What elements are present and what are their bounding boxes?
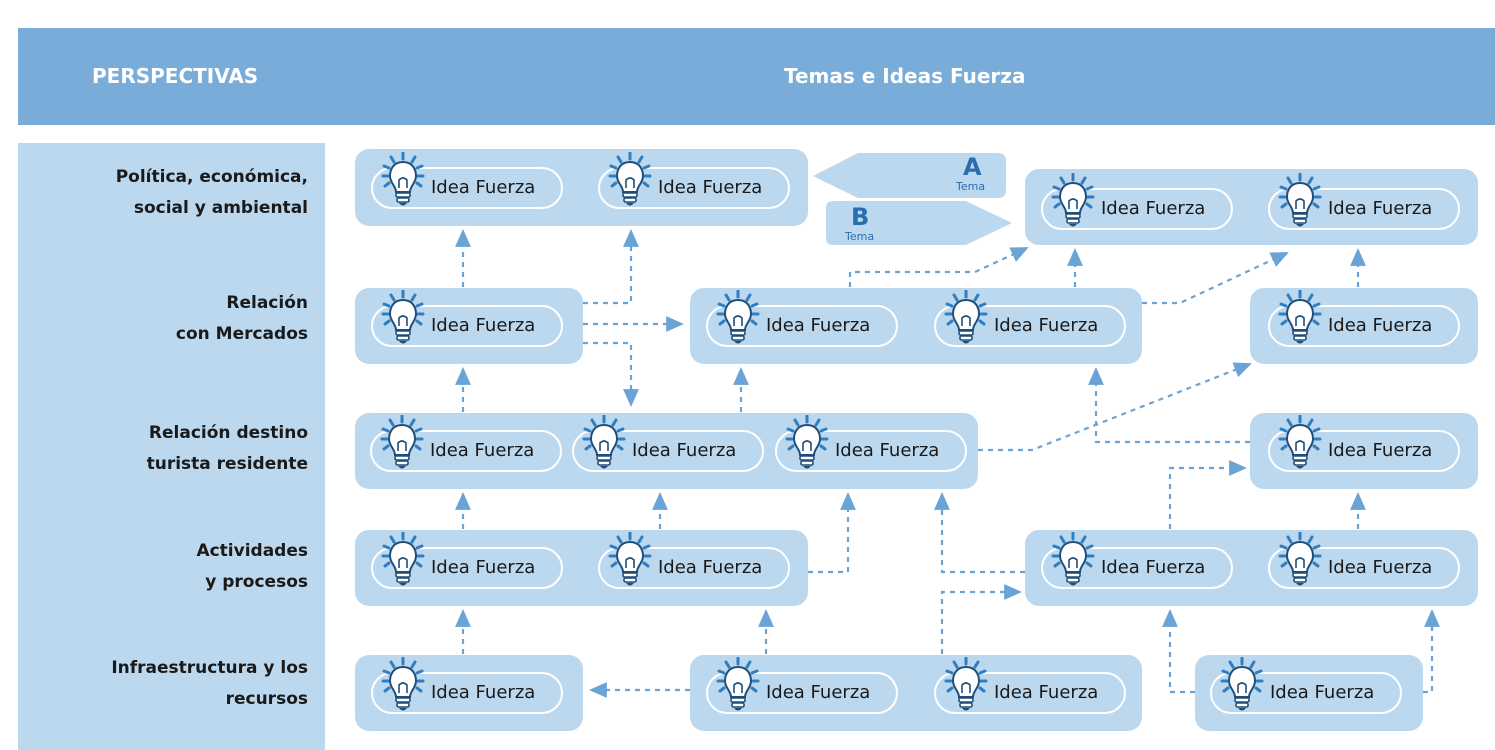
idea-fuerza-pill[interactable]: Idea Fuerza	[1268, 290, 1460, 347]
idea-fuerza-label: Idea Fuerza	[1101, 557, 1206, 578]
idea-fuerza-pill[interactable]: Idea Fuerza	[371, 152, 563, 209]
lightbulb-icon	[944, 290, 988, 344]
idea-fuerza-label: Idea Fuerza	[994, 682, 1099, 703]
idea-fuerza-label: Idea Fuerza	[766, 682, 871, 703]
idea-fuerza-pill[interactable]: Idea Fuerza	[1041, 532, 1233, 589]
lightbulb-icon	[582, 415, 626, 469]
theme-group	[1025, 169, 1478, 245]
idea-fuerza-label: Idea Fuerza	[658, 177, 763, 198]
idea-fuerza-pill[interactable]: Idea Fuerza	[370, 415, 562, 472]
idea-fuerza-label: Idea Fuerza	[835, 440, 940, 461]
tema-tag-b-letter: B	[851, 203, 870, 231]
idea-fuerza-pill[interactable]: Idea Fuerza	[1268, 173, 1460, 230]
idea-fuerza-label: Idea Fuerza	[431, 557, 536, 578]
theme-group	[355, 530, 808, 606]
idea-fuerza-pill[interactable]: Idea Fuerza	[572, 415, 764, 472]
idea-fuerza-pill[interactable]: Idea Fuerza	[371, 657, 563, 714]
lightbulb-icon	[1278, 415, 1322, 469]
lightbulb-icon	[944, 657, 988, 711]
perspectives-column	[18, 143, 325, 750]
idea-fuerza-label: Idea Fuerza	[1270, 682, 1375, 703]
idea-fuerza-pill[interactable]: Idea Fuerza	[934, 290, 1126, 347]
idea-fuerza-label: Idea Fuerza	[431, 177, 536, 198]
lightbulb-icon	[381, 657, 425, 711]
lightbulb-icon	[785, 415, 829, 469]
idea-fuerza-label: Idea Fuerza	[1328, 557, 1433, 578]
tema-tag-a-letter: A	[963, 153, 982, 181]
lightbulb-icon	[608, 532, 652, 586]
idea-fuerza-label: Idea Fuerza	[658, 557, 763, 578]
lightbulb-icon	[608, 152, 652, 206]
idea-fuerza-label: Idea Fuerza	[1328, 440, 1433, 461]
idea-fuerza-label: Idea Fuerza	[994, 315, 1099, 336]
perspective-label: Relación con Mercados	[175, 293, 308, 344]
theme-group	[690, 655, 1142, 731]
idea-fuerza-pill[interactable]: Idea Fuerza	[706, 657, 898, 714]
theme-group	[355, 149, 808, 226]
idea-fuerza-label: Idea Fuerza	[766, 315, 871, 336]
lightbulb-icon	[1278, 173, 1322, 227]
idea-fuerza-label: Idea Fuerza	[632, 440, 737, 461]
tema-tag-b-word: Tema	[845, 230, 875, 243]
lightbulb-icon	[381, 152, 425, 206]
perspective-label: Relación destino turista residente	[146, 423, 308, 474]
idea-fuerza-pill[interactable]: Idea Fuerza	[371, 532, 563, 589]
idea-fuerza-label: Idea Fuerza	[430, 440, 535, 461]
perspective-label: Infraestructura y los recursos	[111, 658, 308, 709]
tema-tag-a-word: Tema	[956, 180, 986, 193]
idea-fuerza-label: Idea Fuerza	[1328, 315, 1433, 336]
lightbulb-icon	[1278, 290, 1322, 344]
lightbulb-icon	[716, 657, 760, 711]
lightbulb-icon	[716, 290, 760, 344]
idea-fuerza-pill[interactable]: Idea Fuerza	[934, 657, 1126, 714]
lightbulb-icon	[1220, 657, 1264, 711]
idea-fuerza-pill[interactable]: Idea Fuerza	[1210, 657, 1402, 714]
idea-fuerza-label: Idea Fuerza	[431, 315, 536, 336]
lightbulb-icon	[1051, 532, 1095, 586]
idea-fuerza-label: Idea Fuerza	[1101, 198, 1206, 219]
perspectives-header: PERSPECTIVAS	[92, 64, 259, 88]
idea-fuerza-pill[interactable]: Idea Fuerza	[1268, 415, 1460, 472]
themes-header: Temas e Ideas Fuerza	[784, 64, 1026, 88]
lightbulb-icon	[381, 532, 425, 586]
idea-fuerza-pill[interactable]: Idea Fuerza	[775, 415, 967, 472]
perspective-label: Actividades y procesos	[196, 541, 308, 592]
theme-group	[355, 413, 978, 489]
theme-group	[1025, 530, 1478, 606]
idea-fuerza-pill[interactable]: Idea Fuerza	[1268, 532, 1460, 589]
lightbulb-icon	[381, 290, 425, 344]
idea-fuerza-label: Idea Fuerza	[1328, 198, 1433, 219]
lightbulb-icon	[380, 415, 424, 469]
idea-fuerza-pill[interactable]: Idea Fuerza	[1041, 173, 1233, 230]
idea-fuerza-pill[interactable]: Idea Fuerza	[371, 290, 563, 347]
lightbulb-icon	[1278, 532, 1322, 586]
perspective-label: Política, económica, social y ambiental	[115, 167, 308, 218]
idea-fuerza-pill[interactable]: Idea Fuerza	[706, 290, 898, 347]
theme-group	[690, 288, 1142, 364]
idea-fuerza-pill[interactable]: Idea Fuerza	[598, 532, 790, 589]
idea-fuerza-label: Idea Fuerza	[431, 682, 536, 703]
lightbulb-icon	[1051, 173, 1095, 227]
header-band	[18, 28, 1495, 125]
idea-fuerza-pill[interactable]: Idea Fuerza	[598, 152, 790, 209]
